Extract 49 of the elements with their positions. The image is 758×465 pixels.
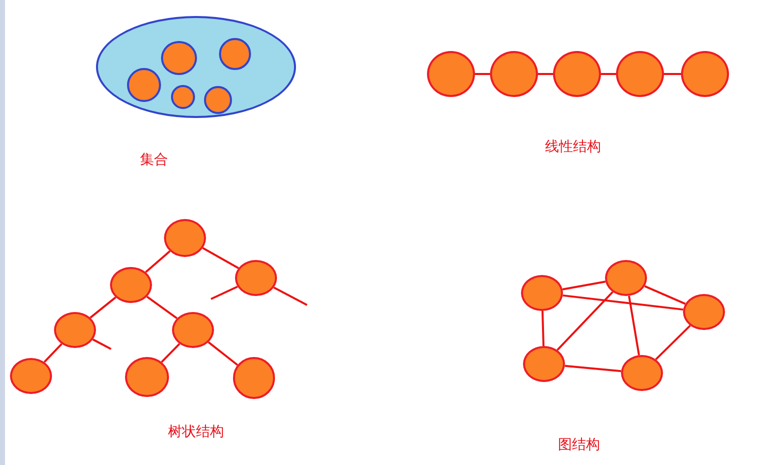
element-circle [125,357,169,397]
element-circle [204,86,232,114]
element-circle [490,51,538,97]
connector-line [601,73,616,75]
element-circle [235,260,277,296]
connector-line [628,296,640,356]
element-circle [523,346,565,382]
connector-line [44,343,62,363]
connector-line [562,280,606,290]
element-circle [616,51,664,97]
element-circle [172,312,214,348]
element-circle [621,355,663,391]
element-circle [683,294,725,330]
structure-caption: 线性结构 [545,138,601,156]
connector-line [208,341,238,366]
connector-line [202,247,239,269]
connector-line [556,291,614,351]
connector-line [564,364,622,372]
connector-line [562,294,684,311]
connector-line [542,310,544,346]
element-circle [164,219,206,257]
element-circle [553,51,601,97]
element-circle [521,275,563,311]
connector-line [90,296,116,318]
element-circle [171,85,195,109]
element-circle [219,38,251,70]
connector-line [644,285,686,305]
connector-line [538,73,553,75]
connector-line [273,286,308,306]
connector-line [475,73,490,75]
connector-line [210,286,238,300]
structure-caption: 图结构 [558,436,600,454]
structure-caption: 集合 [140,151,168,169]
element-circle [54,312,96,348]
element-circle [605,260,647,296]
connector-line [145,250,171,273]
element-circle [427,51,475,97]
element-circle [233,357,275,399]
connector-line [664,73,681,75]
structure-caption: 树状结构 [168,423,224,441]
connector-line [160,343,180,363]
element-circle [127,68,161,102]
connector-line [146,296,178,320]
connector-line [655,324,691,360]
element-circle [161,41,197,75]
element-circle [110,267,152,303]
element-circle [681,51,729,97]
connector-line [92,338,112,350]
element-circle [10,358,52,394]
